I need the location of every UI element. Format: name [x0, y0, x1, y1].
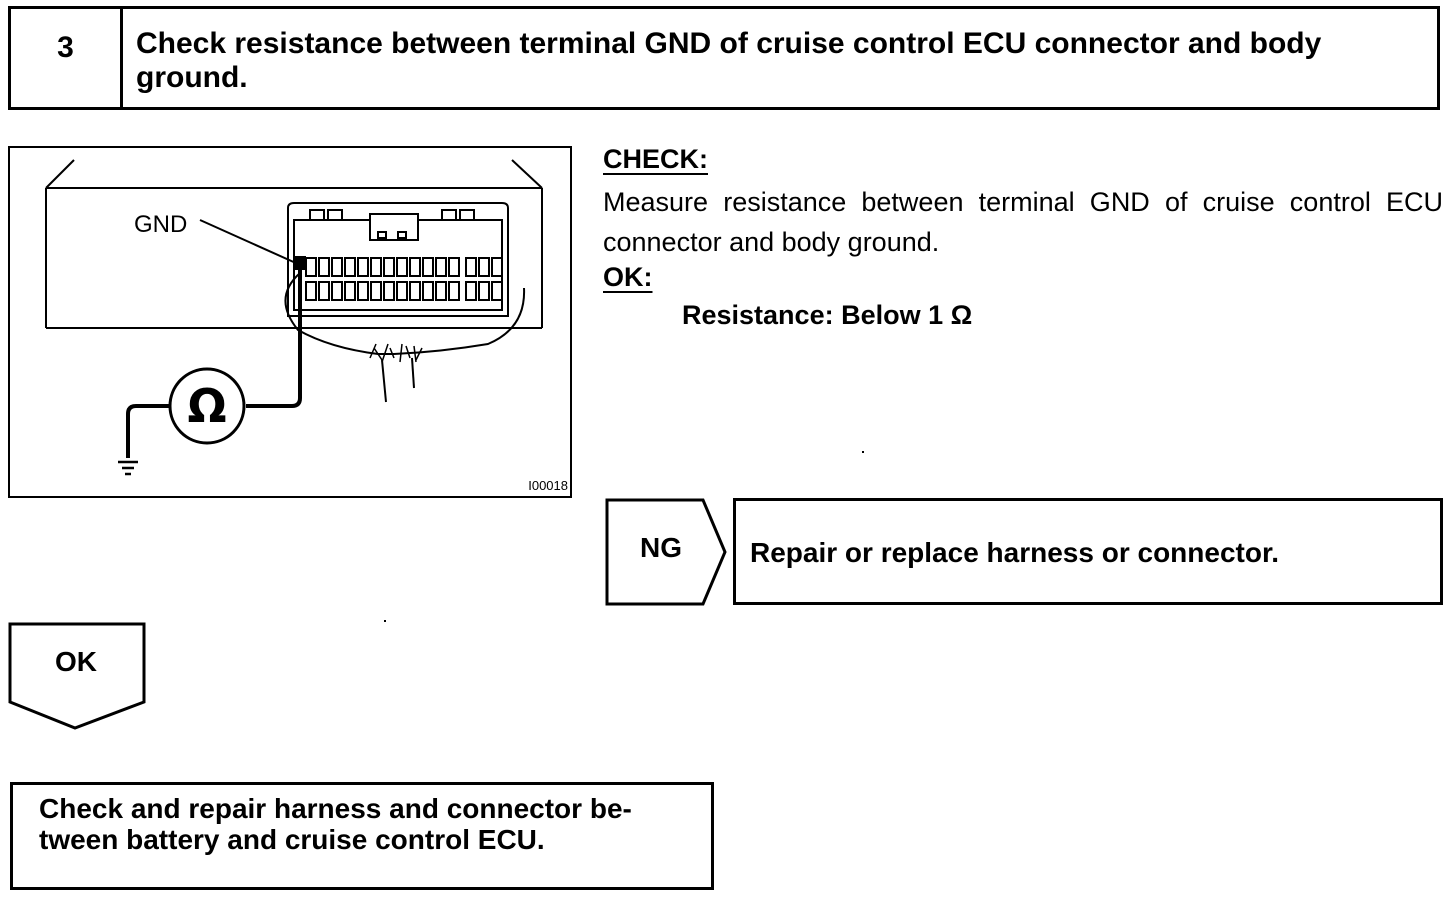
connector-pin	[344, 281, 356, 301]
connector-pin	[318, 257, 330, 277]
connector-pin	[305, 257, 317, 277]
connector-pin	[435, 281, 447, 301]
connector-pin	[478, 257, 490, 277]
connector-pin	[396, 257, 408, 277]
connector-pin	[331, 281, 343, 301]
connector-pin	[465, 281, 477, 301]
ng-action-box: Repair or replace harness or connector.	[733, 498, 1443, 605]
gnd-label: GND	[134, 211, 187, 238]
connector-illustration: GND Ω I00018	[45, 159, 568, 493]
ohm-symbol: Ω	[187, 379, 226, 433]
ok-action-text: Check and repair harness and connector b…	[39, 793, 632, 855]
ng-action-text: Repair or replace harness or connector.	[750, 537, 1280, 568]
connector-pin	[357, 281, 369, 301]
ok-action-box: Check and repair harness and connector b…	[10, 782, 714, 890]
connector-diagram: GND Ω I00018	[8, 146, 572, 498]
connector-pin	[448, 281, 460, 301]
ground-icon	[118, 460, 138, 476]
connector-pin	[318, 281, 330, 301]
connector-pin	[448, 257, 460, 277]
connector-pin	[383, 281, 395, 301]
connector-pin	[357, 257, 369, 277]
ng-label: NG	[640, 532, 682, 563]
ok-arrow-tag	[8, 622, 146, 730]
step-header: 3 Check resistance between terminal GND …	[8, 6, 1440, 110]
connector-pin	[396, 281, 408, 301]
ng-arrow-tag	[605, 498, 727, 606]
ok-heading: OK:	[603, 262, 653, 292]
connector-pin	[491, 257, 503, 277]
connector-pin	[344, 257, 356, 277]
ok-specification: Resistance: Below 1 Ω	[682, 300, 973, 330]
connector-pin	[409, 281, 421, 301]
ok-label: OK	[55, 646, 97, 677]
check-instruction: Measure resistance between terminal GND …	[603, 187, 1443, 257]
ecu-housing	[45, 159, 543, 329]
connector-pin	[305, 281, 317, 301]
gnd-leader-line	[199, 219, 299, 265]
gnd-terminal	[294, 256, 306, 270]
scan-speck	[384, 620, 386, 622]
connector-pin	[465, 257, 477, 277]
connector-pin	[331, 257, 343, 277]
connector-pin	[370, 257, 382, 277]
connector-pin	[491, 281, 503, 301]
connector-pin	[435, 257, 447, 277]
connector-pin	[370, 281, 382, 301]
ground-wire	[126, 404, 170, 458]
probe-wire	[246, 264, 302, 408]
figure-code: I00018	[528, 478, 568, 493]
scan-speck	[862, 451, 864, 453]
check-heading: CHECK:	[603, 144, 708, 174]
connector-pin	[478, 281, 490, 301]
connector-pin	[383, 257, 395, 277]
step-number: 3	[11, 9, 123, 107]
connector-pin	[422, 257, 434, 277]
connector-pin	[422, 281, 434, 301]
step-title: Check resistance between terminal GND of…	[136, 27, 1322, 94]
harness-outline	[284, 272, 526, 355]
connector-pin	[409, 257, 421, 277]
connector-pins	[305, 257, 503, 301]
